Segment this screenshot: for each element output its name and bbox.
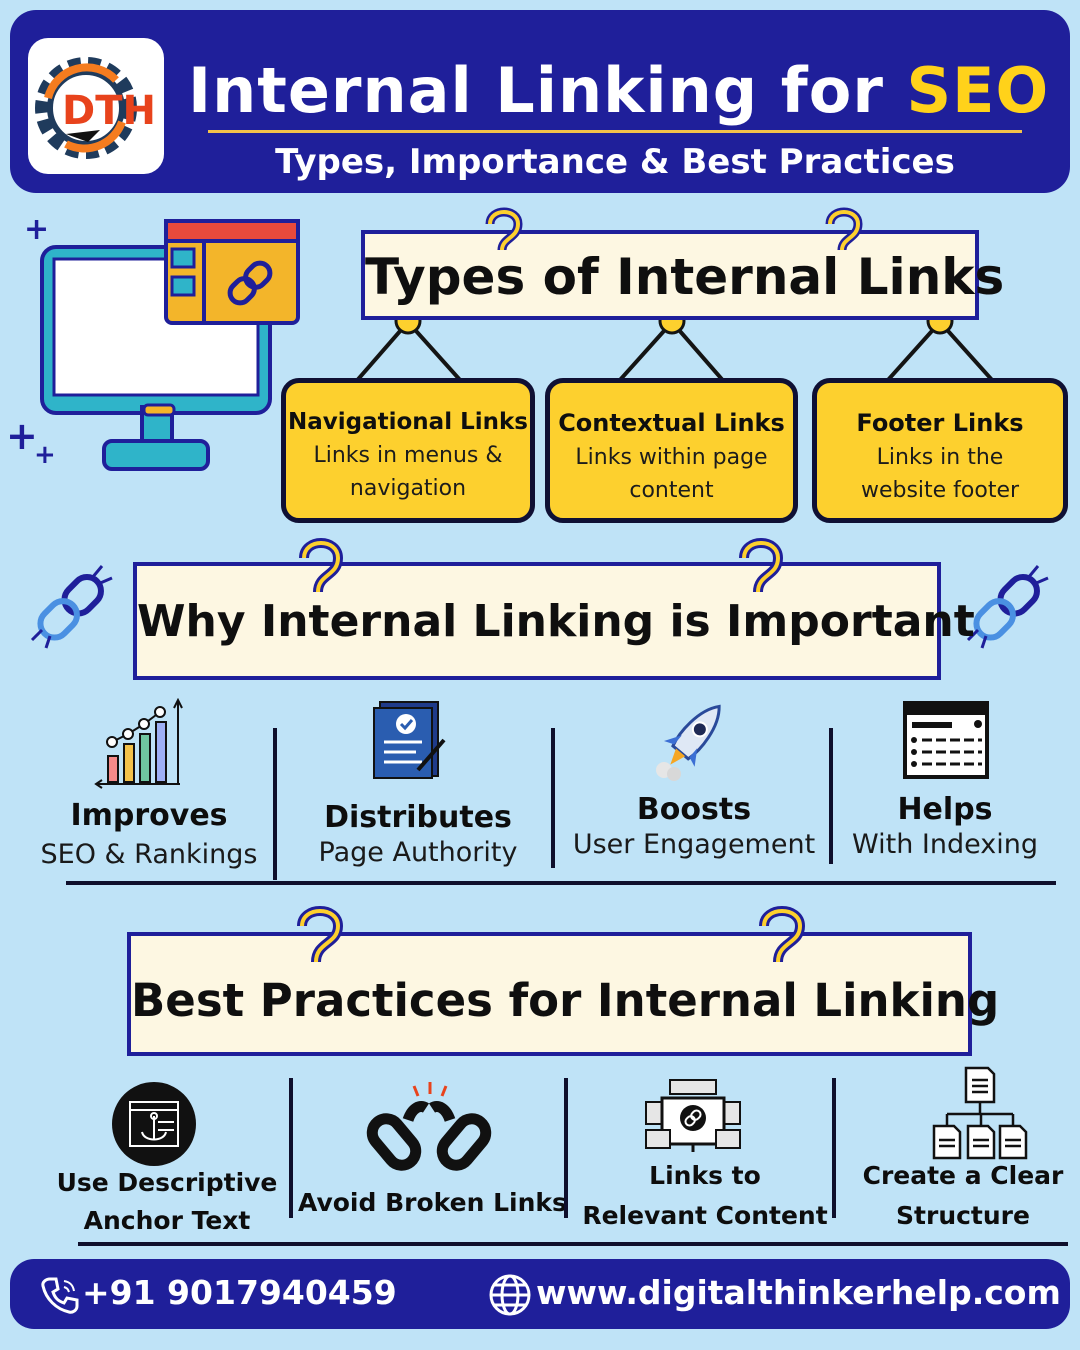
- svg-text:+: +: [34, 440, 56, 470]
- document-icon: [373, 701, 446, 779]
- page-title: Internal Linking for SEO: [188, 54, 1050, 127]
- index-list-icon: [903, 701, 989, 779]
- hook-icon: [825, 207, 863, 251]
- hook-icon: [297, 906, 344, 963]
- importance-item-authority: Distributes Page Authority: [290, 800, 546, 868]
- page-subtitle: Types, Importance & Best Practices: [275, 142, 955, 182]
- title-highlight: SEO: [906, 54, 1050, 127]
- divider: [551, 728, 555, 868]
- practice-item-broken: Avoid Broken Links: [298, 1184, 567, 1222]
- importance-item-seo: Improves SEO & Rankings: [24, 798, 274, 870]
- hook-icon: [759, 906, 806, 963]
- bar-chart-icon: [94, 698, 183, 789]
- importance-item-title: Distributes: [324, 800, 512, 835]
- monitor-illustration-icon: + + +: [6, 212, 300, 471]
- divider: [273, 728, 277, 880]
- type-card-title: Navigational Links: [288, 409, 528, 435]
- importance-item-sub: User Engagement: [572, 829, 816, 860]
- types-heading-sign: Types of Internal Links: [361, 230, 1005, 320]
- hook-icon: [299, 538, 344, 593]
- globe-icon: [489, 1274, 531, 1316]
- importance-item-sub: With Indexing: [852, 829, 1038, 860]
- type-card-title: Footer Links: [856, 409, 1024, 437]
- footer-website-link[interactable]: www.digitalthinkerhelp.com: [536, 1273, 1061, 1312]
- importance-item-title: Helps: [897, 792, 993, 827]
- importance-item-sub: Page Authority: [318, 837, 518, 868]
- link-icon: [966, 565, 1049, 649]
- svg-text:+: +: [24, 212, 49, 247]
- hook-icon: [739, 538, 784, 593]
- divider: [832, 1078, 836, 1218]
- section-divider: [66, 881, 1056, 885]
- practice-item-structure: Create a Clear Structure: [852, 1157, 1074, 1235]
- section-divider: [78, 1242, 1068, 1246]
- divider: [829, 728, 833, 864]
- type-card-desc: Links in menus &navigation: [313, 443, 503, 501]
- type-card-navigational[interactable]: Navigational Links Links in menus &navig…: [281, 378, 535, 523]
- practice-item-label: Create a Clear: [862, 1161, 1064, 1190]
- footer-banner: +91 9017940459 www.digitalthinkerhelp.co…: [10, 1259, 1070, 1329]
- broken-chain-icon: [366, 1082, 492, 1171]
- anchor-icon: [112, 1082, 196, 1166]
- importance-heading-sign: Why Internal Linking is Important: [133, 562, 975, 680]
- network-link-icon: [645, 1079, 741, 1152]
- phone-icon[interactable]: [40, 1275, 80, 1315]
- practice-item-label: Anchor Text: [83, 1206, 251, 1235]
- importance-item-sub: SEO & Rankings: [40, 839, 258, 870]
- logo[interactable]: DTH: [28, 38, 164, 174]
- practices-heading: Best Practices for Internal Linking: [131, 974, 1000, 1027]
- hook-icon: [485, 207, 523, 251]
- practice-item-label: Use Descriptive: [56, 1168, 278, 1197]
- title-divider: [208, 130, 1022, 133]
- svg-text:DTH: DTH: [62, 88, 156, 134]
- practice-item-label: Avoid Broken Links: [298, 1188, 567, 1217]
- rocket-icon: [656, 704, 721, 781]
- importance-item-title: Improves: [70, 798, 228, 833]
- link-icon: [30, 565, 113, 649]
- importance-item-engagement: Boosts User Engagement: [560, 792, 828, 860]
- importance-heading: Why Internal Linking is Important: [137, 596, 975, 647]
- types-heading: Types of Internal Links: [365, 248, 1005, 306]
- type-card-title: Contextual Links: [558, 409, 785, 437]
- importance-item-title: Boosts: [636, 792, 752, 827]
- practice-item-anchor: Use Descriptive Anchor Text: [44, 1164, 290, 1240]
- divider: [289, 1078, 293, 1218]
- practices-heading-sign: Best Practices for Internal Linking: [127, 932, 999, 1056]
- sitemap-icon: [932, 1066, 1028, 1160]
- practice-item-label: Structure: [896, 1201, 1030, 1230]
- importance-item-indexing: Helps With Indexing: [842, 792, 1048, 860]
- practice-item-relevant: Links to Relevant Content: [576, 1157, 834, 1235]
- divider: [564, 1078, 568, 1218]
- svg-text:+: +: [6, 414, 38, 458]
- practice-item-label: Links to: [649, 1161, 761, 1190]
- header-banner: DTH Internal Linking for SEO Types, Impo…: [10, 10, 1070, 193]
- practice-item-label: Relevant Content: [582, 1201, 828, 1230]
- gear-logo-icon: DTH: [35, 57, 156, 159]
- footer-phone[interactable]: +91 9017940459: [82, 1273, 397, 1312]
